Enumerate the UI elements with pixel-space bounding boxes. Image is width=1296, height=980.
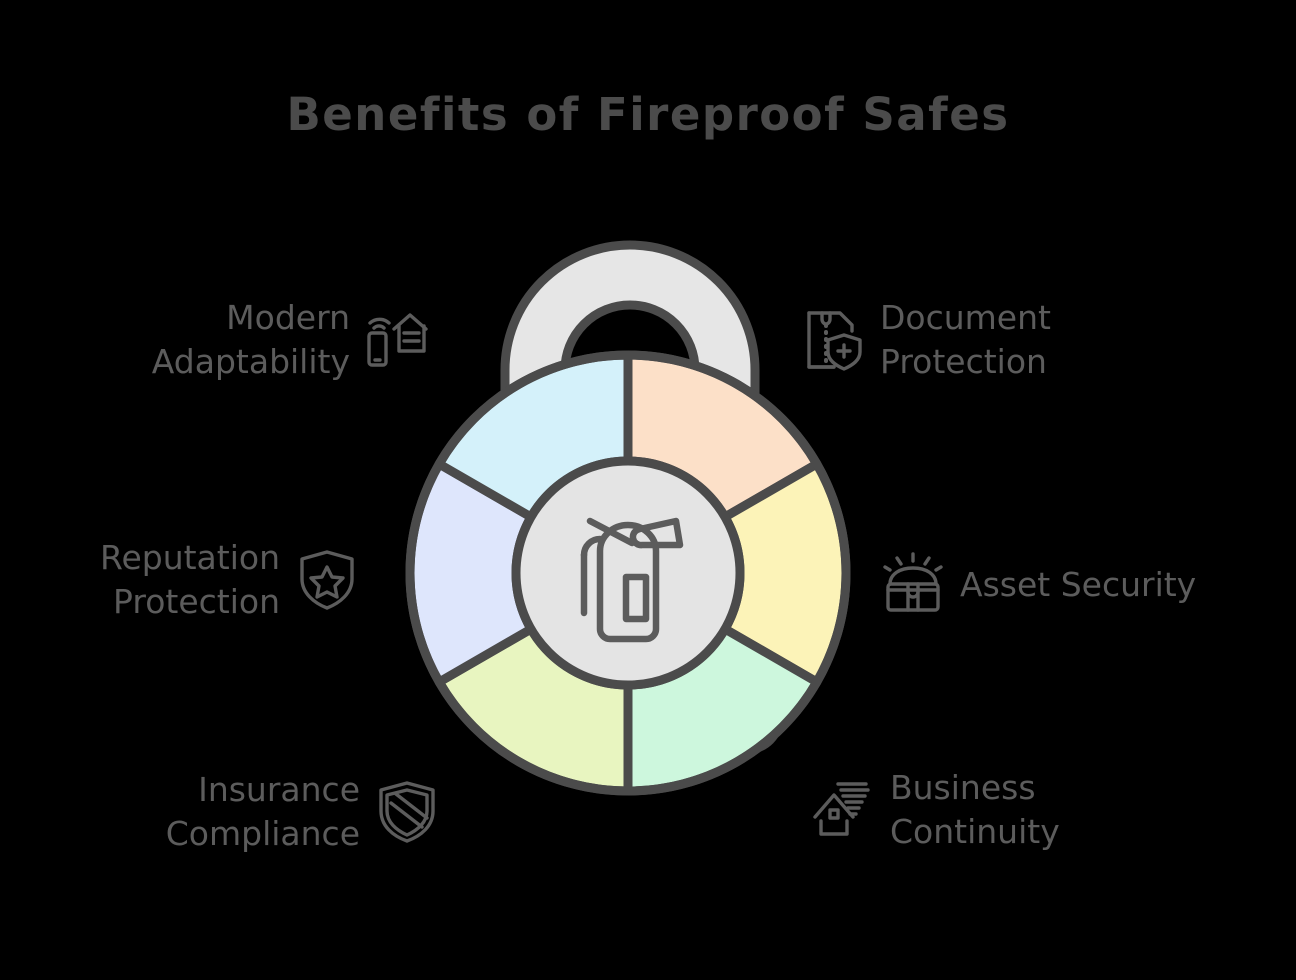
benefit-asset-security[interactable]: Asset Security (880, 552, 1280, 618)
padlock-wheel-graphic (405, 240, 851, 796)
benefit-label-text: Document Protection (880, 298, 1051, 381)
smart-home-icon (367, 312, 428, 367)
benefit-document-protection[interactable]: Document Protection (800, 296, 1200, 383)
benefit-label-text: Asset Security (960, 565, 1197, 605)
benefit-modern-adaptability[interactable]: Modern Adaptability (60, 296, 430, 383)
benefit-reputation-protection[interactable]: Reputation Protection (35, 536, 360, 623)
shield-slash-icon (379, 780, 435, 843)
document-shield-icon (807, 310, 862, 371)
benefit-label-text: Business Continuity (890, 768, 1060, 851)
benefit-label-text: Modern Adaptability (151, 298, 350, 381)
house-storm-icon (813, 781, 870, 836)
treasure-chest-icon (883, 552, 943, 612)
shield-star-icon (300, 549, 354, 610)
benefit-business-continuity[interactable]: Business Continuity (810, 766, 1210, 853)
fire-extinguisher-icon (580, 517, 684, 643)
benefit-label-text: Reputation Protection (100, 538, 280, 621)
benefit-insurance-compliance[interactable]: Insurance Compliance (105, 768, 440, 855)
wheel-hub (511, 456, 745, 690)
benefit-label-text: Insurance Compliance (165, 770, 360, 853)
benefit-wheel (405, 350, 851, 796)
page-title: Benefits of Fireproof Safes (286, 88, 1010, 141)
